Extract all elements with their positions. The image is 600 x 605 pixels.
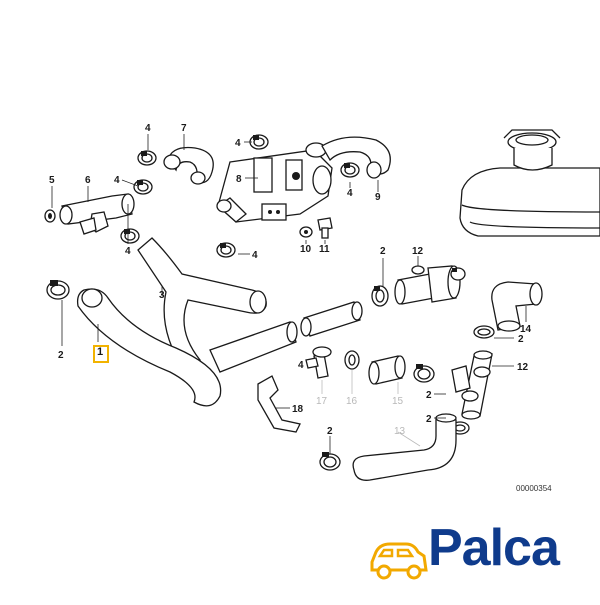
hose-7 — [163, 146, 214, 185]
callout-2: 2 — [58, 350, 64, 361]
callout-3: 3 — [159, 290, 165, 301]
hose-clamp — [450, 267, 466, 281]
callout-14: 14 — [520, 324, 532, 335]
pipe-section — [300, 301, 363, 337]
callout-2: 2 — [426, 414, 432, 425]
callout-4: 4 — [114, 175, 120, 186]
callout-9: 9 — [375, 192, 381, 203]
sleeve-15 — [368, 355, 406, 385]
hose-3 — [137, 237, 267, 371]
callout-7: 7 — [181, 123, 187, 134]
reference-number: 00000354 — [516, 484, 552, 493]
pipe-12-upper — [394, 265, 461, 305]
logo-text: Palca — [428, 519, 560, 577]
hose-9 — [321, 136, 391, 179]
callout-13: 13 — [394, 426, 406, 437]
callout-10: 10 — [300, 244, 312, 255]
expansion-tank — [459, 129, 600, 237]
callout-2: 2 — [327, 426, 333, 437]
callout-2: 2 — [518, 334, 524, 345]
callout-8: 8 — [236, 174, 242, 185]
callout-16: 16 — [346, 396, 358, 407]
callout-12: 12 — [517, 362, 529, 373]
o-ring — [473, 325, 495, 339]
callout-4: 4 — [252, 250, 258, 261]
hose-clamp — [319, 452, 341, 471]
hose-clamp — [340, 162, 360, 178]
washer-16 — [344, 350, 360, 370]
callout-18: 18 — [292, 404, 304, 415]
hose-clamp — [133, 179, 153, 195]
bolt-10 — [299, 226, 313, 238]
callout-5: 5 — [49, 175, 55, 186]
hose-clamp — [371, 285, 389, 307]
callout-1: 1 — [97, 346, 104, 358]
callout-12: 12 — [412, 246, 424, 257]
elbow-14 — [491, 281, 543, 332]
car-icon — [370, 542, 428, 580]
bracket-18 — [257, 375, 301, 433]
callout-labels: 4 7 4 5 6 4 8 4 9 10 11 4 4 3 2 2 12 14 … — [49, 123, 532, 437]
callout-4: 4 — [347, 188, 353, 199]
hose-clamp — [216, 242, 236, 258]
callout-15: 15 — [392, 396, 404, 407]
callout-4: 4 — [298, 360, 304, 371]
hose-clamp — [120, 228, 140, 244]
palca-logo — [370, 542, 428, 580]
hose-1 — [76, 288, 298, 407]
hose-clamp — [249, 134, 269, 150]
callout-6: 6 — [85, 175, 91, 186]
pipe-12-lower — [451, 350, 493, 420]
thermostat-housing-8 — [216, 142, 333, 223]
fitting-17 — [305, 346, 332, 379]
callout-4: 4 — [125, 246, 131, 257]
callout-4: 4 — [145, 123, 151, 134]
leader-lines — [51, 134, 527, 454]
callout-2: 2 — [426, 390, 432, 401]
washer-5 — [44, 209, 56, 223]
hose-clamp — [46, 280, 70, 300]
callout-2: 2 — [380, 246, 386, 257]
hose-13 — [352, 413, 457, 481]
pipe-connector-6 — [59, 193, 135, 235]
callout-11: 11 — [319, 244, 330, 255]
hose-clamp — [413, 364, 435, 383]
callout-17: 17 — [316, 396, 328, 407]
callout-4: 4 — [235, 138, 241, 149]
highlight-box — [93, 345, 109, 363]
hose-clamp — [137, 150, 157, 166]
bolt-11 — [317, 217, 333, 239]
